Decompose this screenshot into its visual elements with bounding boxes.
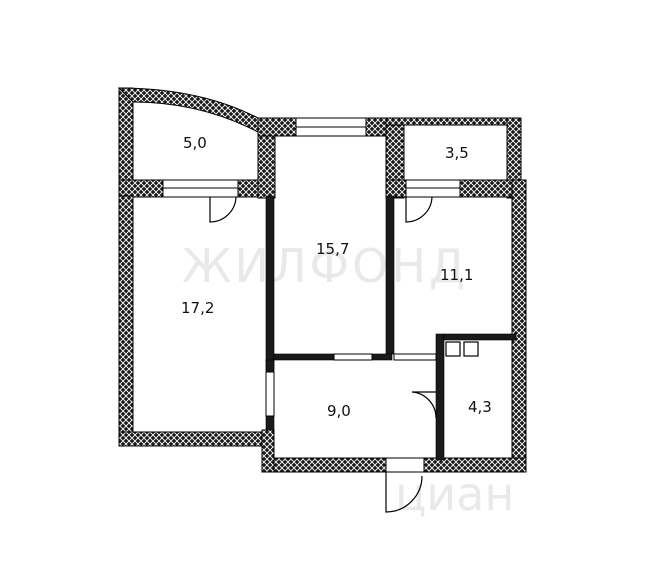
room-area-left-room: 17,2 [181, 299, 214, 317]
room-area-bathroom: 4,3 [468, 398, 492, 416]
windows [162, 117, 461, 473]
walls [117, 87, 527, 473]
room-area-center-room: 15,7 [316, 240, 349, 258]
partitions [265, 195, 517, 461]
watermark-top: ЖИЛФОНД [182, 239, 468, 293]
ventilation-ducts [445, 341, 479, 357]
room-area-loggia-left: 5,0 [183, 134, 207, 152]
room-area-loggia-right: 3,5 [445, 144, 469, 162]
doors [209, 196, 437, 513]
room-area-kitchen: 11,1 [440, 266, 473, 284]
watermark-bottom: циан [395, 467, 514, 521]
room-area-hallway: 9,0 [327, 402, 351, 420]
